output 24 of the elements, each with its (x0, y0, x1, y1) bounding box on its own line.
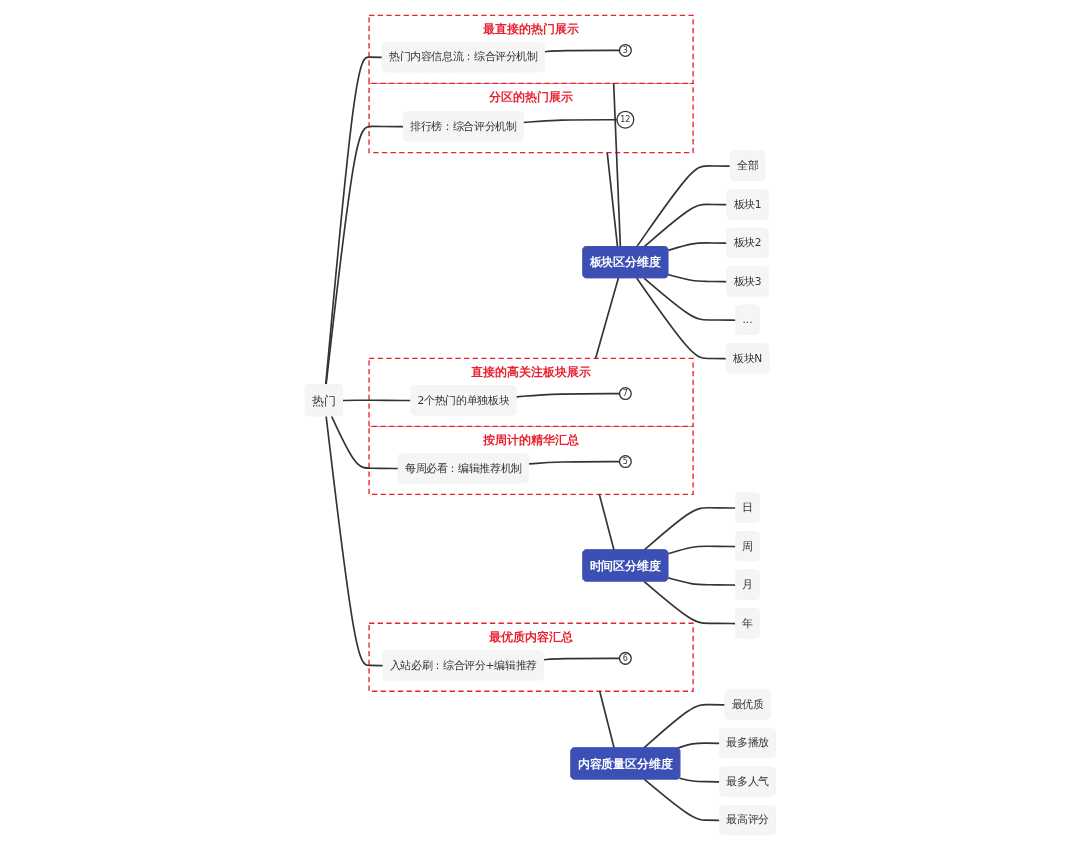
connector (594, 276, 619, 359)
connector (543, 49, 620, 53)
connector (667, 576, 737, 586)
connector (341, 398, 412, 401)
connector (642, 580, 737, 624)
connector (324, 414, 384, 666)
connector (642, 276, 737, 321)
connector (515, 392, 620, 398)
connector (642, 506, 737, 551)
connector (598, 493, 615, 551)
connector (324, 125, 405, 386)
connector (642, 203, 728, 248)
connector (542, 657, 620, 661)
connector (598, 689, 615, 749)
connector (642, 703, 726, 749)
connector (643, 778, 721, 821)
connector (606, 151, 618, 248)
connector (527, 460, 620, 465)
connector (667, 544, 737, 555)
connector (667, 241, 728, 251)
connector (667, 273, 728, 283)
connector (678, 776, 721, 783)
connector (676, 741, 721, 749)
connector (612, 82, 621, 248)
